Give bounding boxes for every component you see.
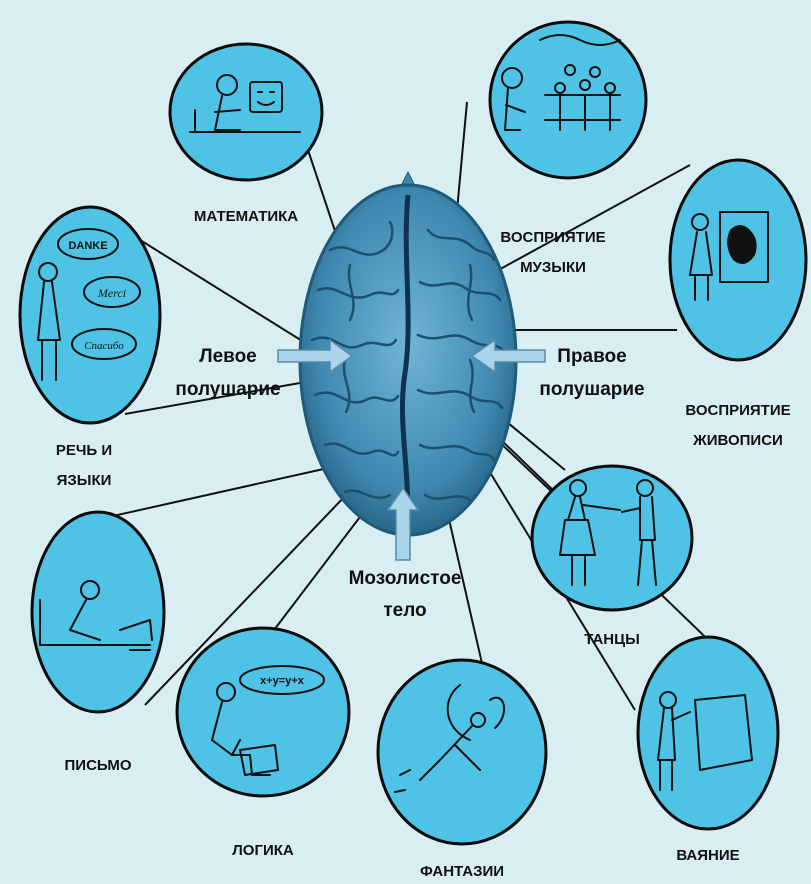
circle-sculpture	[638, 637, 778, 829]
label-music-2: МУЗЫКИ	[520, 259, 586, 276]
circle-painting	[670, 160, 806, 360]
bubble-danke: DANKE	[68, 240, 107, 252]
label-left-hemisphere-2: полушарие	[175, 379, 280, 400]
label-logic: ЛОГИКА	[232, 842, 294, 859]
circle-math	[170, 44, 322, 180]
label-right-hemisphere-1: Правое	[557, 346, 626, 367]
label-corpus-callosum-2: тело	[383, 600, 426, 621]
formula-text: x+y=y+x	[260, 675, 305, 687]
label-right-hemisphere-2: полушарие	[539, 379, 644, 400]
circle-writing	[32, 512, 164, 712]
label-music-1: ВОСПРИЯТИЕ	[500, 229, 605, 246]
line-writing-1	[95, 462, 355, 520]
label-dance: ТАНЦЫ	[584, 631, 640, 648]
label-math: МАТЕМАТИКА	[194, 208, 298, 225]
label-speech-1: РЕЧЬ И	[56, 442, 112, 459]
label-writing: ПИСЬМО	[65, 757, 132, 774]
circle-music	[490, 22, 646, 178]
label-painting-1: ВОСПРИЯТИЕ	[685, 402, 790, 419]
label-speech-2: ЯЗЫКИ	[57, 472, 112, 489]
label-corpus-callosum-1: Мозолистое	[349, 568, 462, 589]
bubble-merci: Merci	[97, 286, 126, 300]
circle-logic: x+y=y+x	[177, 628, 349, 796]
label-painting-2: ЖИВОПИСИ	[692, 432, 783, 449]
bubble-spasibo: Спасибо	[84, 340, 124, 352]
circle-fantasy	[378, 660, 546, 844]
circle-dance	[532, 466, 692, 610]
circle-speech: DANKE Merci Спасибо	[20, 207, 160, 423]
label-fantasy: ФАНТАЗИИ	[420, 863, 504, 880]
label-sculpture: ВАЯНИЕ	[676, 847, 739, 864]
label-left-hemisphere-1: Левое	[199, 346, 257, 367]
